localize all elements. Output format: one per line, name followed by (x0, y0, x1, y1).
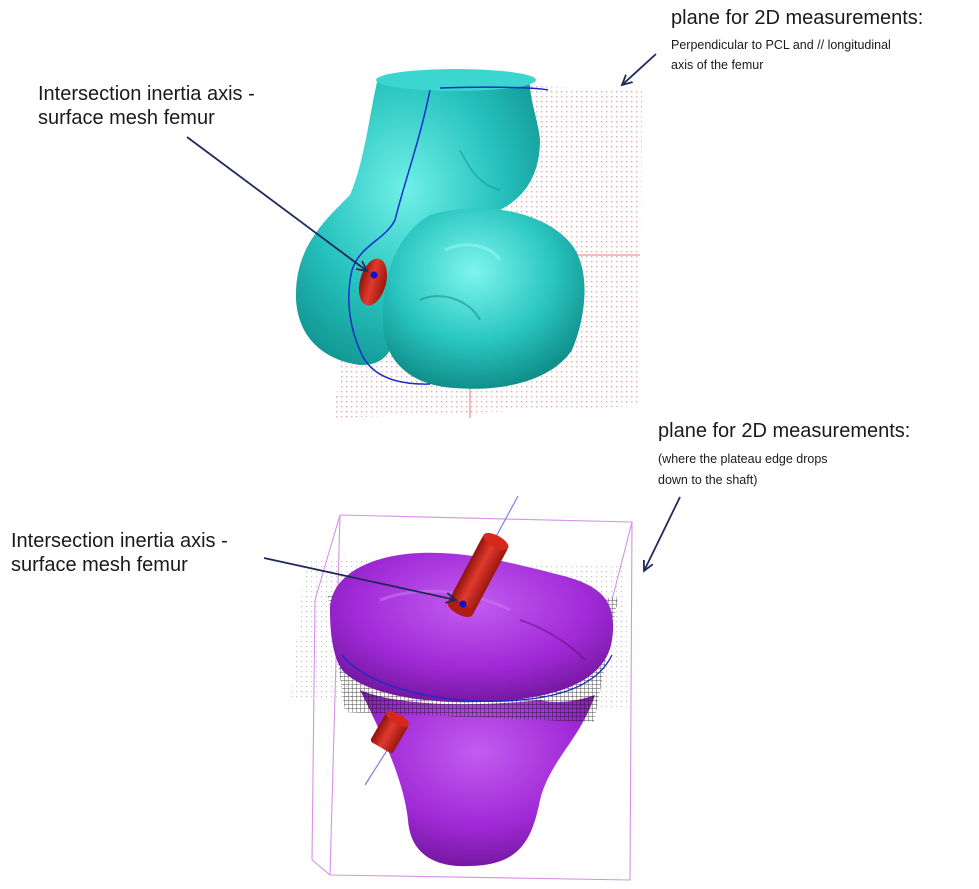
tibia-right-label-line2: down to the shaft) (658, 473, 757, 487)
femur-axis-point (371, 272, 378, 279)
femur-right-label-line1: Perpendicular to PCL and // longitudinal (671, 38, 891, 52)
femur-lateral-condyle (383, 208, 585, 388)
tibia-right-arrow (644, 497, 680, 571)
femur-right-label-title: plane for 2D measurements: (671, 7, 923, 29)
femur-left-label-line1: Intersection inertia axis - (38, 83, 255, 105)
tibia-axis-point (460, 601, 467, 608)
tibia-right-label-line1: (where the plateau edge drops (658, 452, 828, 466)
femur-right-label-line2: axis of the femur (671, 58, 763, 72)
tibia-left-label-line1: Intersection inertia axis - (11, 530, 228, 552)
tibia-left-label-line2: surface mesh femur (11, 554, 188, 576)
tibia-right-label-title: plane for 2D measurements: (658, 420, 910, 442)
femur-left-arrow (187, 137, 367, 271)
femur-left-label-line2: surface mesh femur (38, 107, 215, 129)
femur-right-arrow (622, 54, 656, 85)
tibia-panel: Intersection inertia axis - surface mesh… (11, 420, 910, 880)
femur-panel: Intersection inertia axis - surface mesh… (38, 7, 923, 418)
